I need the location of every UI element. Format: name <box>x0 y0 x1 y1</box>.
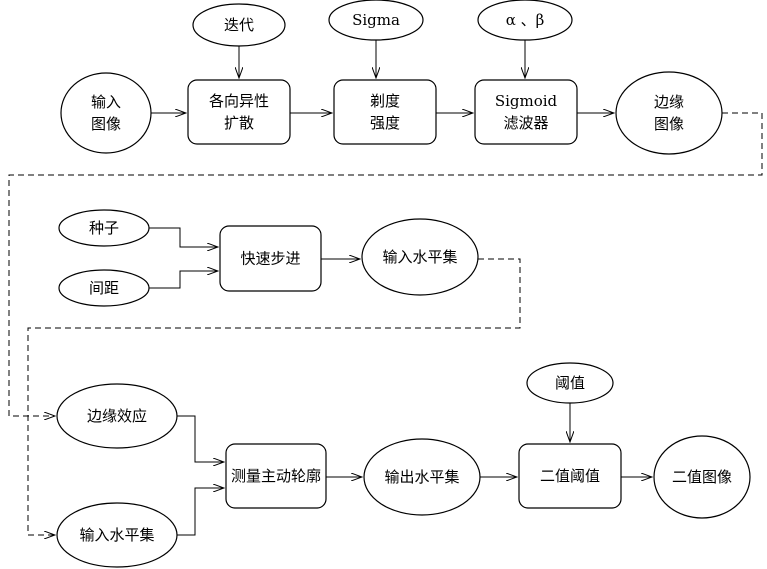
edge-edge_eff-to-contour <box>177 415 224 462</box>
node-spacing[interactable]: 间距 <box>58 269 150 307</box>
node-sigmoid-label: Sigmoid <box>495 92 558 110</box>
edge-in_level1-to-in_level2 <box>27 258 521 535</box>
node-grad-box <box>333 79 437 145</box>
node-in_level2-ellipse <box>56 502 178 568</box>
node-input_img-ellipse <box>60 72 152 154</box>
node-grad-label: 强度 <box>370 114 400 132</box>
node-in_level2[interactable]: 输入水平集 <box>56 502 178 568</box>
node-aniso-box <box>187 79 291 145</box>
node-bin_img-ellipse <box>653 435 751 519</box>
node-iter-label: 迭代 <box>224 16 254 34</box>
node-contour-label: 测量主动轮廓 <box>231 467 321 485</box>
node-sigma-ellipse <box>328 0 424 41</box>
node-iter[interactable]: 迭代 <box>192 3 286 47</box>
node-in_level1-label: 输入水平集 <box>382 248 457 266</box>
node-seed-ellipse <box>58 209 150 247</box>
node-bin_thresh[interactable]: 二值阈值 <box>518 443 622 509</box>
node-iter-ellipse <box>192 3 286 47</box>
node-contour-box <box>225 443 327 509</box>
node-spacing-ellipse <box>58 269 150 307</box>
node-out_level[interactable]: 输出水平集 <box>363 438 481 516</box>
node-ab-ellipse <box>477 0 573 41</box>
node-sigmoid-label: 滤波器 <box>503 114 548 132</box>
node-in_level2-label: 输入水平集 <box>79 526 154 544</box>
node-threshold[interactable]: 阈值 <box>526 362 614 404</box>
node-edge_eff[interactable]: 边缘效应 <box>56 383 178 449</box>
node-bin_thresh-box <box>518 443 622 509</box>
node-ab[interactable]: α 、β <box>477 0 573 41</box>
node-grad-label: 剃度 <box>370 92 400 110</box>
node-aniso-label: 各向异性 <box>209 92 269 110</box>
node-edge_eff-label: 边缘效应 <box>87 407 147 425</box>
edge-seed-to-fastmarch <box>149 227 218 247</box>
node-out_level-ellipse <box>363 438 481 516</box>
edges-layer <box>8 40 763 536</box>
node-contour[interactable]: 测量主动轮廓 <box>225 443 327 509</box>
node-threshold-label: 阈值 <box>555 374 585 392</box>
node-fastmarch[interactable]: 快速步进 <box>219 225 322 292</box>
node-bin_img[interactable]: 二值图像 <box>653 435 751 519</box>
node-fastmarch-label: 快速步进 <box>240 250 300 268</box>
node-out_level-label: 输出水平集 <box>384 468 459 486</box>
node-fastmarch-box <box>219 225 322 292</box>
node-ab-label: α 、β <box>506 11 545 29</box>
node-edge_eff-ellipse <box>56 383 178 449</box>
node-edge_img-ellipse <box>615 71 723 155</box>
node-in_level1[interactable]: 输入水平集 <box>361 218 479 296</box>
node-sigma[interactable]: Sigma <box>328 0 424 41</box>
node-sigmoid[interactable]: Sigmoid 滤波器 <box>474 79 578 145</box>
node-edge_img-label: 图像 <box>654 115 684 133</box>
node-sigma-label: Sigma <box>352 11 400 29</box>
node-edge_img-label: 边缘 <box>654 93 684 111</box>
node-sigmoid-box <box>474 79 578 145</box>
edge-edge_img-to-edge_eff <box>8 112 763 416</box>
edge-in_level2-to-contour <box>177 488 224 536</box>
node-seed[interactable]: 种子 <box>58 209 150 247</box>
node-bin_thresh-label: 二值阈值 <box>540 467 600 485</box>
node-input_img-label: 输入 <box>91 93 121 111</box>
node-spacing-label: 间距 <box>89 279 119 297</box>
node-input_img-label: 图像 <box>91 115 121 133</box>
node-aniso-label: 扩散 <box>224 114 254 132</box>
node-seed-label: 种子 <box>89 219 119 237</box>
node-bin_img-label: 二值图像 <box>672 468 732 486</box>
node-in_level1-ellipse <box>361 218 479 296</box>
node-threshold-ellipse <box>526 362 614 404</box>
edge-spacing-to-fastmarch <box>149 271 218 289</box>
